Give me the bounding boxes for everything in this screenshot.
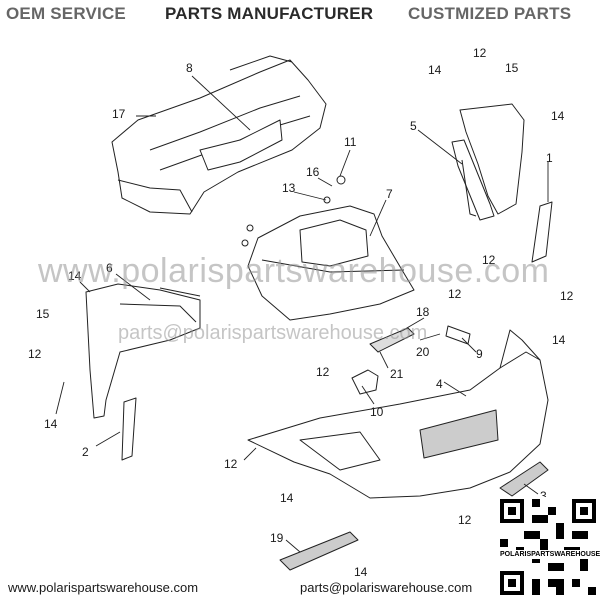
callout-14-bumper-bottom: 14	[280, 491, 294, 505]
footer-site: www.polarispartswarehouse.com	[8, 580, 199, 595]
callout-9: 9	[476, 347, 483, 361]
callout-13: 13	[282, 181, 296, 195]
footer-email: parts@polariswarehouse.com	[300, 580, 473, 595]
callout-15-left: 15	[36, 307, 50, 321]
callout-12-bumper-left: 12	[224, 457, 238, 471]
part-7-hood	[247, 205, 415, 321]
callout-12-bottom: 12	[458, 513, 472, 527]
watermark-site: www.polarispartswarehouse.com	[38, 252, 550, 290]
callout-12-left: 12	[28, 347, 42, 361]
leader-lines	[55, 75, 549, 553]
callout-6: 6	[106, 261, 113, 275]
callout-20: 20	[416, 345, 430, 359]
callout-4: 4	[436, 377, 443, 391]
part-3-grille-insert	[499, 461, 549, 497]
part-10-bracket	[351, 369, 379, 395]
callout-12-far-right: 12	[560, 289, 574, 303]
callout-8: 8	[186, 61, 193, 75]
qr-code	[500, 497, 596, 597]
callout-12-mid: 12	[448, 287, 462, 301]
watermark-email: parts@polarispartswarehouse.com	[118, 322, 428, 344]
callout-19: 19	[270, 531, 284, 545]
callout-7: 7	[386, 187, 393, 201]
part-18-grille-strip	[369, 327, 415, 353]
callout-12-center: 12	[316, 365, 330, 379]
callout-15-top: 15	[505, 61, 519, 75]
part-2-bracket	[121, 397, 137, 461]
qr-label: POLARISPARTSWAREHOUSE	[500, 550, 600, 559]
hardware-clips	[241, 175, 346, 247]
part-5-side-panel	[451, 103, 525, 221]
callout-21: 21	[390, 367, 404, 381]
part-1-bracket	[531, 201, 553, 263]
part-9-clip	[445, 325, 471, 345]
callout-16: 16	[306, 165, 320, 179]
part-8-cowl-panel	[111, 55, 327, 215]
part-19-skid	[279, 531, 359, 571]
callout-14-left-bottom: 14	[44, 417, 58, 431]
callout-2: 2	[82, 445, 89, 459]
callout-10: 10	[370, 405, 384, 419]
callout-12-top: 12	[473, 46, 487, 60]
header-oem-service: OEM SERVICE	[6, 4, 126, 23]
callout-1: 1	[546, 151, 553, 165]
part-4-front-bumper	[247, 329, 549, 499]
callout-14-skid: 14	[354, 565, 368, 579]
callout-3: 3	[540, 489, 547, 503]
callout-11: 11	[344, 135, 357, 149]
header-parts-manufacturer: PARTS MANUFACTURER	[165, 4, 374, 23]
callout-14-left-top: 14	[68, 269, 82, 283]
qr-code-pattern	[500, 499, 596, 595]
callout-numbers: 8 17 12 15 14 14 5 11 16 13 7 1 12 12 6 …	[28, 46, 574, 579]
callout-14-right: 14	[551, 109, 565, 123]
callout-14-bumper-right: 14	[552, 333, 566, 347]
callout-12-hood-right: 12	[482, 253, 496, 267]
part-6-fender	[85, 283, 201, 419]
callout-5: 5	[410, 119, 417, 133]
callout-14-top: 14	[428, 63, 442, 77]
callout-18: 18	[416, 305, 430, 319]
header-customized-parts: CUSTMIZED PARTS	[408, 4, 572, 23]
header-banner: OEM SERVICE PARTS MANUFACTURER CUSTMIZED…	[0, 0, 600, 34]
callout-17: 17	[112, 107, 126, 121]
